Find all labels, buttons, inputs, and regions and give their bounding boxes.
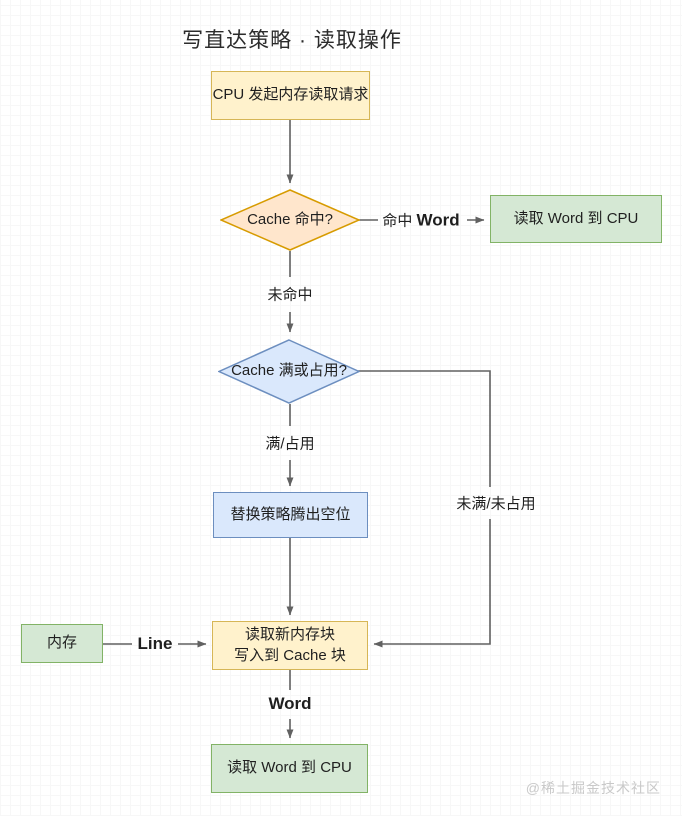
- diamond-shape: [220, 189, 360, 251]
- node-read-new-block-line2: 写入到 Cache 块: [234, 646, 346, 664]
- node-read-word-to-cpu-end: 读取 Word 到 CPU: [211, 744, 368, 793]
- node-cpu-read-request: CPU 发起内存读取请求: [211, 71, 370, 120]
- node-memory: 内存: [21, 624, 103, 663]
- edge-notfull-segment-a: [358, 370, 491, 487]
- edge-notfull-segment-b: [373, 519, 491, 648]
- node-cache-full-decision: Cache 满或占用?: [218, 339, 360, 404]
- edge-label-word: Word: [268, 694, 312, 713]
- node-cache-hit-decision-label: Cache 命中?: [247, 210, 333, 228]
- node-read-new-block-line1: 读取新内存块: [244, 626, 335, 644]
- node-read-new-block: 读取新内存块 写入到 Cache 块: [212, 621, 368, 670]
- node-read-word-to-cpu-hit: 读取 Word 到 CPU: [490, 195, 662, 243]
- edge-label-line: Line: [137, 634, 173, 653]
- node-cache-hit-decision: Cache 命中?: [220, 189, 360, 251]
- edge-label-full: 满/占用: [265, 435, 315, 453]
- edge-label-miss: 未命中: [267, 286, 313, 304]
- edge-label-hit: 命中 Word: [382, 210, 459, 231]
- diagram-title: 写直达策略 · 读取操作: [182, 29, 402, 52]
- node-memory-label: 内存: [46, 634, 77, 652]
- node-replacement-policy-label: 替换策略腾出空位: [230, 505, 351, 523]
- edge-label-hit-word: Word: [416, 210, 460, 230]
- edge-label-hit-text: 命中: [382, 212, 413, 230]
- node-read-word-to-cpu-end-label: 读取 Word 到 CPU: [227, 759, 352, 777]
- edge-label-not-full: 未满/未占用: [456, 495, 536, 513]
- node-cpu-read-request-label: CPU 发起内存读取请求: [212, 86, 369, 104]
- node-replacement-policy: 替换策略腾出空位: [213, 492, 368, 538]
- node-cache-full-decision-label: Cache 满或占用?: [231, 362, 347, 380]
- watermark: @稀土掘金技术社区: [525, 780, 661, 796]
- diamond-shape: [218, 339, 360, 404]
- node-read-word-to-cpu-hit-label: 读取 Word 到 CPU: [513, 209, 639, 227]
